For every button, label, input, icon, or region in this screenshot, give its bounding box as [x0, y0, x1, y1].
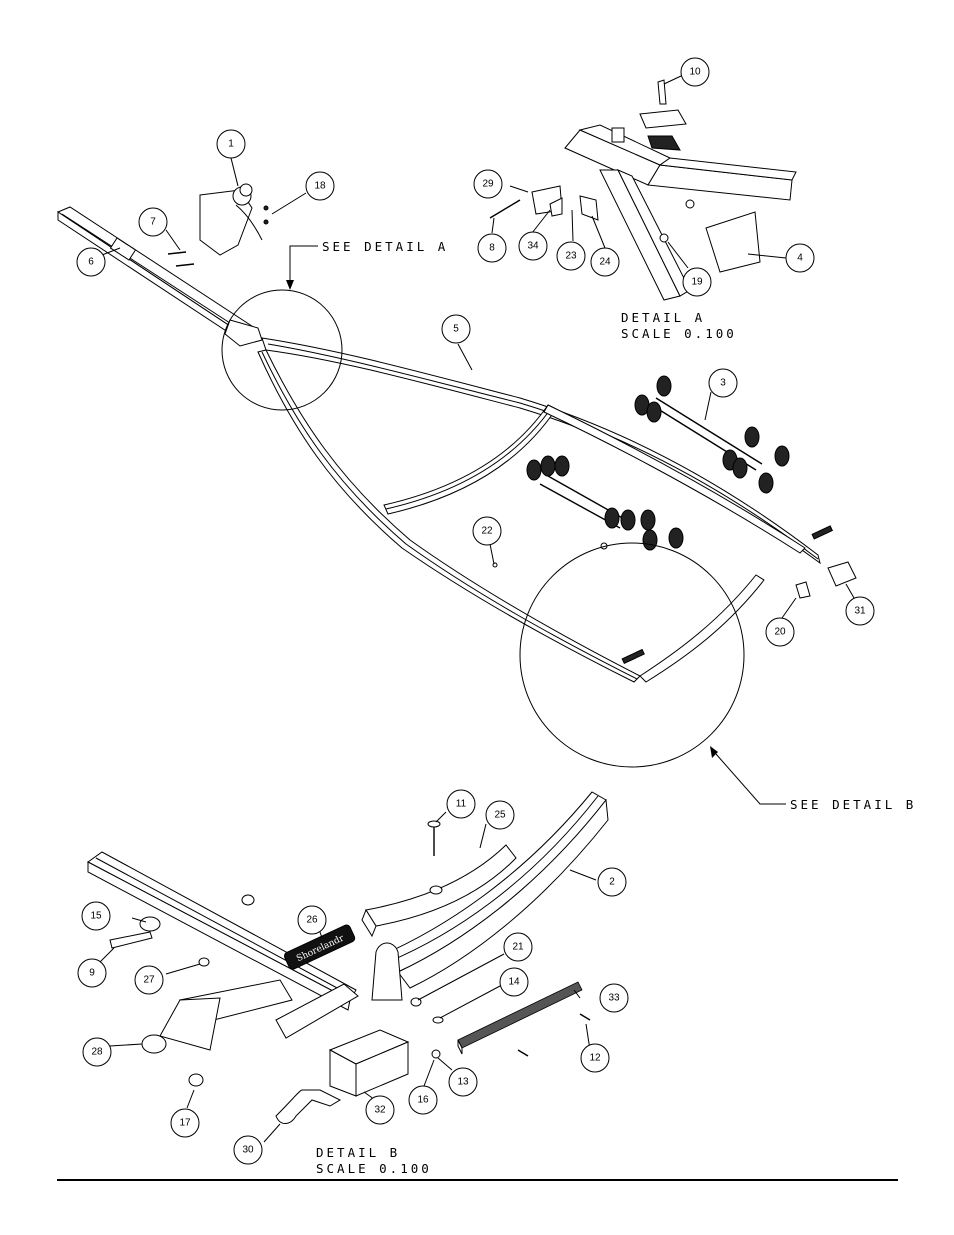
callout-19: 19: [682, 267, 712, 297]
callout-label: 24: [599, 257, 611, 268]
callout-label: 27: [143, 975, 155, 986]
callout-label: 8: [489, 243, 495, 254]
callout-24: 24: [590, 247, 620, 277]
callout-27: 27: [134, 965, 164, 995]
callout-1: 1: [216, 129, 246, 159]
callout-29: 29: [473, 169, 503, 199]
callout-label: 9: [89, 968, 95, 979]
callout-label: 7: [150, 217, 156, 228]
callout-21: 21: [503, 932, 533, 962]
callout-17: 17: [170, 1108, 200, 1138]
callout-label: 18: [314, 181, 326, 192]
callout-22: 22: [472, 516, 502, 546]
callout-label: 33: [608, 993, 620, 1004]
callout-label: 10: [689, 67, 701, 78]
callout-label: 31: [854, 606, 866, 617]
leader-29: [509, 185, 529, 193]
callout-14: 14: [499, 967, 529, 997]
callout-20: 20: [765, 617, 795, 647]
callout-label: 6: [88, 257, 94, 268]
callout-label: 14: [508, 977, 520, 988]
callout-label: 20: [774, 627, 786, 638]
callout-label: 1: [228, 139, 234, 150]
detail-b-callout: SEE DETAIL B: [790, 797, 916, 812]
callout-26: 26: [297, 905, 327, 935]
callout-label: 25: [494, 810, 506, 821]
detail-a-callout: SEE DETAIL A: [322, 239, 448, 254]
callout-16: 16: [408, 1085, 438, 1115]
leader-lines: [99, 75, 855, 1143]
detail-b-scale: SCALE 0.100: [316, 1161, 432, 1176]
detail-a-scale: SCALE 0.100: [621, 326, 737, 341]
callout-34: 34: [518, 231, 548, 261]
detail-b-callout-arrow: [710, 746, 786, 805]
callout-label: 30: [242, 1145, 254, 1156]
callout-label: 22: [481, 526, 493, 537]
callout-label: 26: [306, 915, 318, 926]
callout-28: 28: [82, 1037, 112, 1067]
callout-label: 2: [609, 877, 615, 888]
callout-2: 2: [597, 867, 627, 897]
callout-label: 17: [179, 1118, 191, 1129]
roller-assembly-lower: [526, 455, 684, 551]
callout-32: 32: [365, 1095, 395, 1125]
callout-label: 5: [453, 324, 459, 335]
callout-4: 4: [785, 243, 815, 273]
callout-25: 25: [485, 800, 515, 830]
callout-10: 10: [680, 57, 710, 87]
callout-label: 11: [456, 799, 467, 810]
callout-label: 4: [797, 253, 803, 264]
callout-7: 7: [138, 207, 168, 237]
callout-3: 3: [708, 368, 738, 398]
callout-label: 21: [512, 942, 524, 953]
detail-a-callout-arrow: [286, 245, 318, 290]
callout-30: 30: [233, 1135, 263, 1165]
detail-b-title: DETAIL B: [316, 1145, 400, 1160]
callout-label: 29: [482, 179, 494, 190]
callout-18: 18: [305, 171, 335, 201]
detail-a-title: DETAIL A: [621, 310, 705, 325]
detail-b-drawing: Shorelandr: [87, 791, 609, 1124]
callout-label: 13: [457, 1077, 469, 1088]
callout-label: 16: [417, 1095, 429, 1106]
callout-15: 15: [81, 901, 111, 931]
callout-label: 34: [527, 241, 539, 252]
callout-label: 32: [374, 1105, 386, 1116]
callout-label: 15: [90, 911, 102, 922]
callout-11: 11: [446, 789, 476, 819]
callout-label: 19: [691, 277, 703, 288]
main-frame: [56, 206, 857, 683]
detail-a-circle: [221, 289, 343, 411]
winch-stand: [199, 183, 269, 256]
callout-5: 5: [441, 314, 471, 344]
callout-23: 23: [556, 241, 586, 271]
callout-13: 13: [448, 1067, 478, 1097]
detail-b-circle: [519, 542, 745, 768]
callout-label: 23: [565, 251, 577, 262]
callout-8: 8: [477, 233, 507, 263]
callout-6: 6: [76, 247, 106, 277]
callout-9: 9: [77, 958, 107, 988]
detail-a-drawing: [489, 79, 797, 301]
callout-31: 31: [845, 596, 875, 626]
callout-12: 12: [580, 1043, 610, 1073]
callout-label: 3: [720, 378, 726, 389]
roller-assembly-upper: [634, 375, 790, 494]
bolts-part-7: [167, 251, 195, 267]
callout-label: 12: [589, 1053, 601, 1064]
callout-label: 28: [91, 1047, 103, 1058]
callout-33: 33: [599, 983, 629, 1013]
